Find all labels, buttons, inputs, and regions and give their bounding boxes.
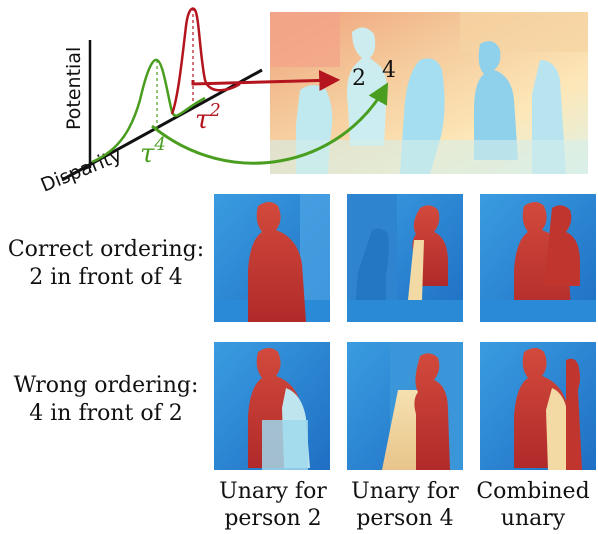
depth-map-label-4: 4 (382, 58, 396, 83)
depth-map-image: 2 4 (270, 12, 588, 175)
column-label-person2-line2: person 2 (224, 506, 322, 531)
column-label-combined-line1: Combined (476, 479, 590, 504)
row-label-wrong-line1: Wrong ordering: (13, 373, 199, 398)
person-silhouette-4 (474, 41, 518, 160)
unary-person2-correct (214, 194, 330, 322)
row-label-correct-ordering: Correct ordering: 2 in front of 4 (0, 236, 216, 292)
green-arrow (151, 82, 389, 165)
column-label-combined: Combined unary (468, 478, 598, 532)
red-potential-curve (170, 7, 241, 115)
unary-combined-correct (480, 194, 596, 322)
unary-person4-wrong (347, 342, 463, 470)
column-label-person2-line1: Unary for (219, 479, 327, 504)
column-label-combined-line2: unary (500, 506, 566, 531)
y-axis-label: Potential (63, 47, 85, 130)
unary-person4-correct (347, 194, 463, 322)
column-label-person2: Unary for person 2 (208, 478, 338, 532)
row-label-wrong-line2: 4 in front of 2 (29, 401, 183, 426)
tau-2-label: τ2 (195, 100, 221, 135)
unary-person2-wrong (214, 342, 330, 470)
column-label-person4-line2: person 4 (356, 506, 454, 531)
column-label-person4-line1: Unary for (351, 479, 459, 504)
tau-4-label: τ4 (140, 134, 166, 169)
unary-combined-wrong (480, 342, 596, 470)
row-label-correct-line2: 2 in front of 4 (29, 265, 183, 290)
red-arrow (191, 69, 341, 91)
green-potential-curve (91, 58, 206, 164)
column-label-person4: Unary for person 4 (340, 478, 470, 532)
row-label-correct-line1: Correct ordering: (7, 237, 205, 262)
person-silhouette-2 (347, 27, 388, 147)
depth-map-label-2: 2 (352, 66, 366, 91)
row-label-wrong-ordering: Wrong ordering: 4 in front of 2 (0, 372, 216, 428)
x-axis-label: Disparity (38, 144, 125, 196)
